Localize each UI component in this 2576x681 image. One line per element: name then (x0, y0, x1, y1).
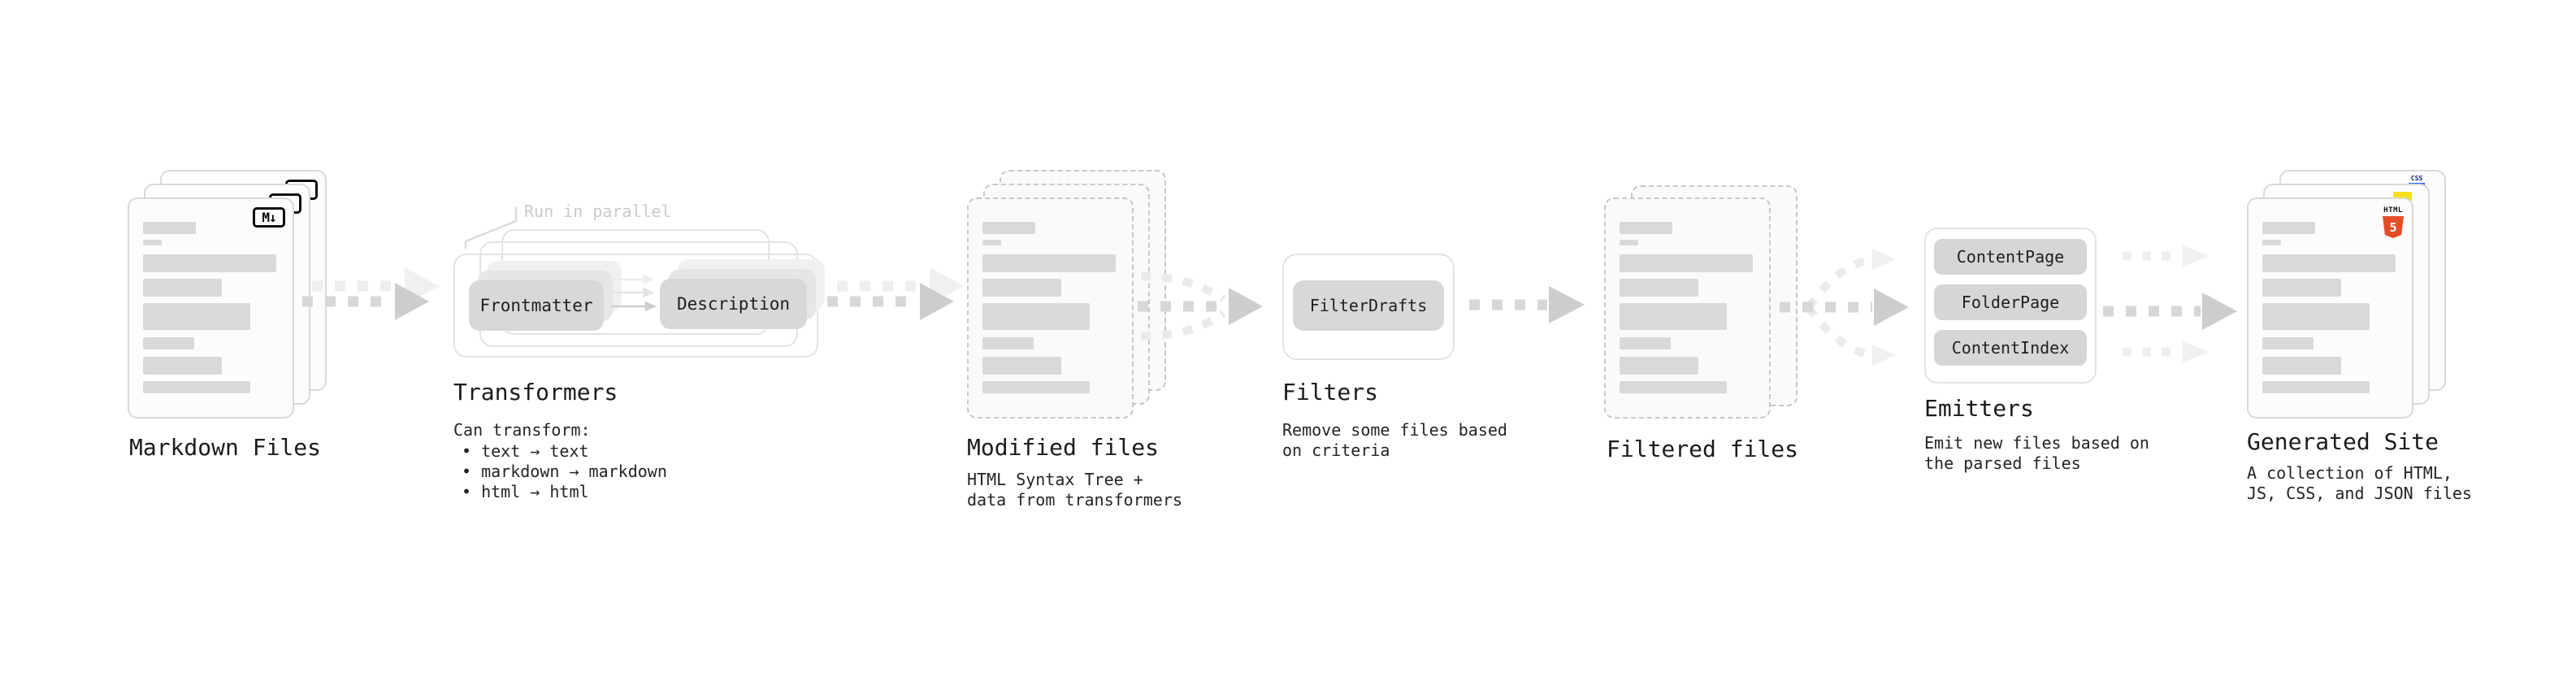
filters-desc-line: Remove some files based (1282, 420, 1507, 440)
html5-icon-label: HTML (2383, 206, 2403, 215)
flow-arrow-transformers-to-modified (827, 267, 964, 320)
run-in-parallel-annotation: Run in parallel (524, 202, 671, 221)
flow-arrow-modified-to-filters (1138, 272, 1263, 340)
transformers-item: • html → html (462, 482, 589, 501)
stage-label-emitters: Emitters (1924, 395, 2034, 422)
emitters-desc-line: Emit new files based on (1924, 433, 2149, 453)
stage-label-modified-files: Modified files (967, 434, 1160, 461)
file-content-placeholder (2262, 222, 2398, 393)
file-content-placeholder (1620, 222, 1755, 393)
generated-file-html: HTML 5 (2247, 197, 2413, 419)
markdown-icon: M↓ (253, 207, 285, 228)
transformers-desc-title: Can transform: (453, 420, 591, 440)
annotation-leader-line (464, 207, 518, 249)
modified-desc-line: data from transformers (967, 490, 1182, 510)
emitter-pill-contentindex: ContentIndex (1934, 330, 2087, 366)
emitter-pill-contentpage: ContentPage (1934, 239, 2087, 275)
html5-icon: 5 (2383, 216, 2404, 238)
flow-arrow-emitters-to-generated (2103, 245, 2237, 362)
pill-to-pill-arrows (611, 274, 657, 312)
stage-label-filters: Filters (1282, 379, 1379, 406)
emitters-desc-line: the parsed files (1924, 453, 2081, 473)
flow-arrow-filters-to-filtered (1469, 286, 1585, 323)
modified-file-front (967, 197, 1134, 419)
transformers-item: • markdown → markdown (462, 462, 667, 481)
flow-arrow-markdown-to-transformers (302, 267, 439, 320)
generated-desc-line: JS, CSS, and JSON files (2247, 484, 2472, 503)
transformer-pill-description: Description (660, 279, 807, 329)
transformer-pill-frontmatter: Frontmatter (469, 280, 604, 331)
emitters-box (1924, 228, 2097, 384)
file-content-placeholder (982, 222, 1118, 393)
generated-desc-line: A collection of HTML, (2247, 463, 2452, 483)
modified-desc-line: HTML Syntax Tree + (967, 470, 1143, 489)
transformers-item: • text → text (462, 441, 589, 461)
stage-label-filtered-files: Filtered files (1607, 436, 1799, 462)
stage-label-transformers: Transformers (453, 379, 618, 406)
markdown-file-front: M↓ (128, 197, 294, 419)
emitter-pill-folderpage: FolderPage (1934, 284, 2087, 320)
file-content-placeholder (143, 222, 279, 393)
flow-arrow-filtered-to-emitters (1780, 249, 1909, 366)
filter-pill-filterdrafts: FilterDrafts (1293, 280, 1444, 331)
stage-label-markdown-files: Markdown Files (129, 434, 322, 461)
filtered-file-front (1604, 197, 1771, 419)
stage-label-generated-site: Generated Site (2247, 428, 2439, 455)
filters-desc-line: on criteria (1282, 440, 1390, 460)
filters-box (1282, 254, 1455, 360)
